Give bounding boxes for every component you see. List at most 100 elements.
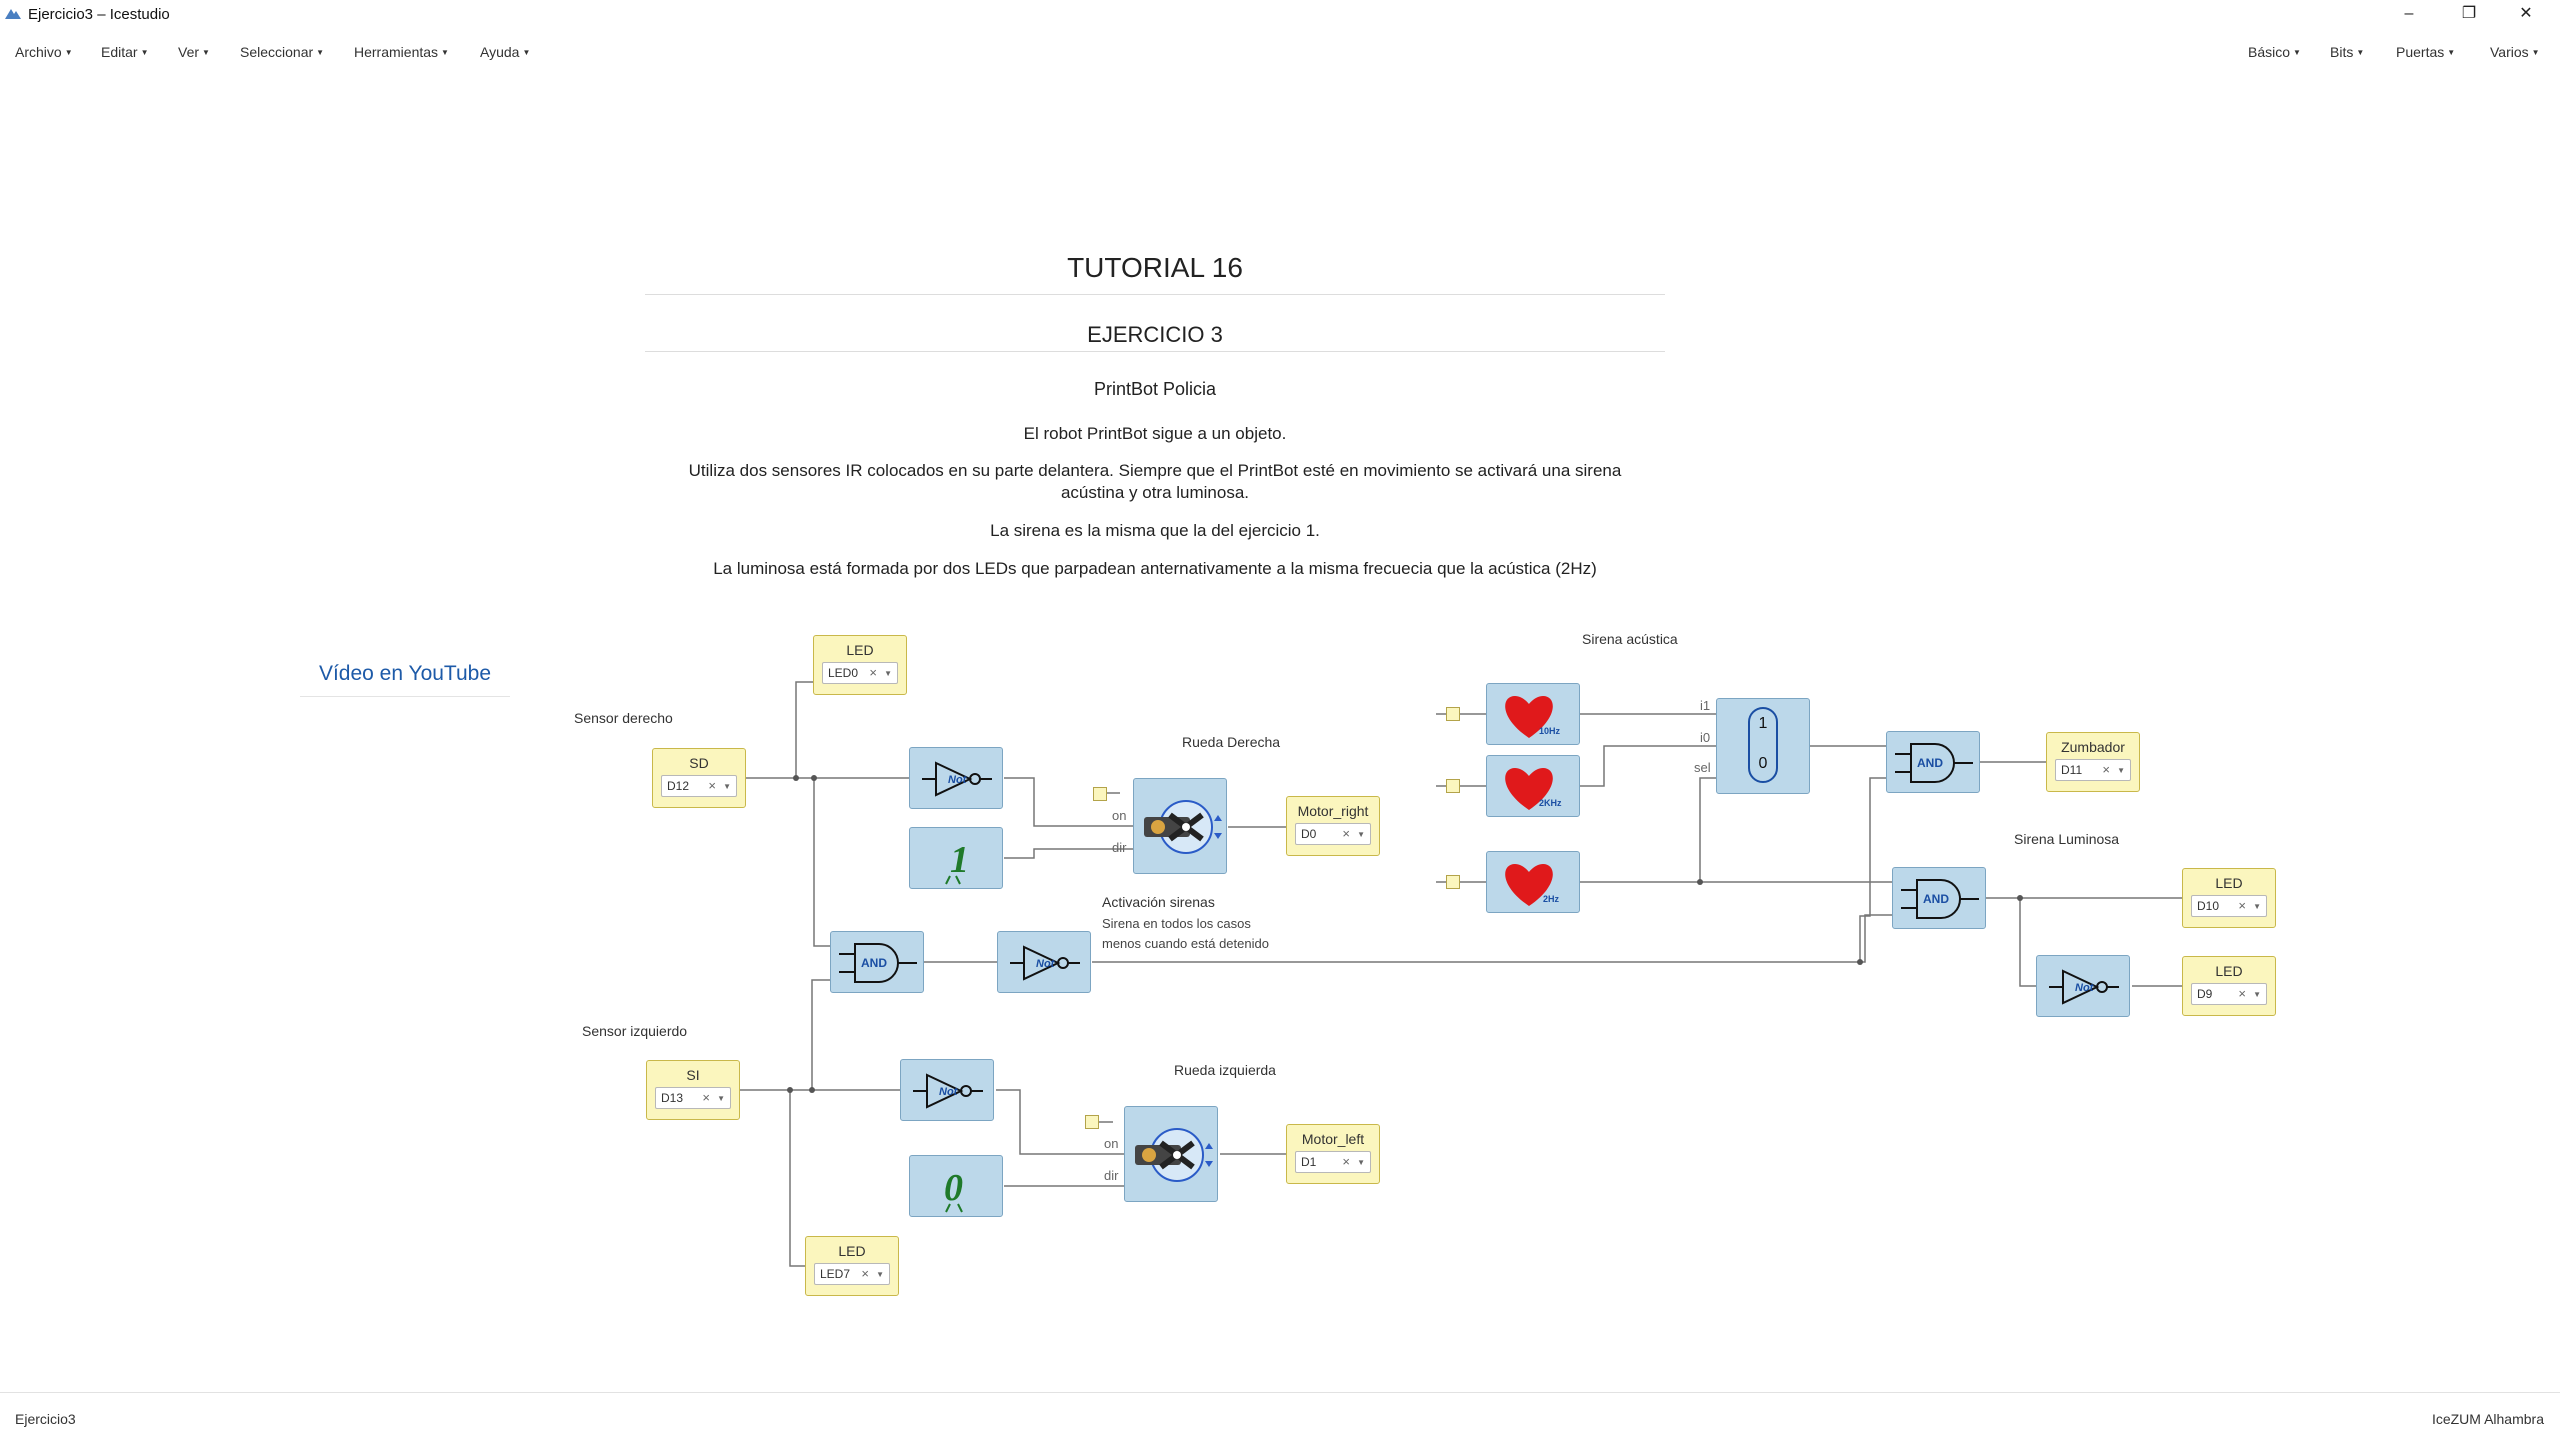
enable-input-left[interactable] [1085, 1115, 1099, 1129]
menu-ver[interactable]: Ver▼ [178, 44, 210, 60]
servo-motor-icon [1144, 800, 1222, 854]
caret-down-icon: ▼ [202, 48, 210, 57]
enable-input-10hz[interactable] [1446, 707, 1460, 721]
pin-select-led-d10[interactable]: D10×▼ [2191, 895, 2267, 917]
not-gate-icon: Not [2049, 969, 2119, 1005]
clear-icon[interactable]: × [702, 1090, 710, 1105]
and-gate-icon: AND [839, 943, 917, 983]
constant-one-block[interactable]: 1 [909, 827, 1003, 889]
menu-varios[interactable]: Varios▼ [2490, 44, 2540, 60]
clear-icon[interactable]: × [708, 778, 716, 793]
minimize-button[interactable]: – [2404, 5, 2414, 22]
clear-icon[interactable]: × [1342, 826, 1350, 841]
label-sensor-derecho: Sensor derecho [574, 710, 673, 726]
clear-icon[interactable]: × [2238, 986, 2246, 1001]
pin-select-motor-left[interactable]: D1×▼ [1295, 1151, 1371, 1173]
multiplexer-block[interactable]: 1 0 [1716, 698, 1810, 794]
servo-motor-left[interactable] [1124, 1106, 1218, 1202]
clear-icon[interactable]: × [2238, 898, 2246, 913]
menu-bits[interactable]: Bits▼ [2330, 44, 2365, 60]
restore-button[interactable]: ❐ [2461, 5, 2477, 22]
caret-down-icon: ▼ [441, 48, 449, 57]
clear-icon[interactable]: × [869, 665, 877, 680]
not-gate-right[interactable]: Not [909, 747, 1003, 809]
caret-down-icon: ▼ [723, 782, 731, 791]
not-gate-luminosa[interactable]: Not [2036, 955, 2130, 1017]
pin-select-led-d9[interactable]: D9×▼ [2191, 983, 2267, 1005]
svg-text:2Hz: 2Hz [1543, 894, 1560, 904]
label-activacion-sirenas: Activación sirenas [1102, 894, 1215, 910]
menu-herramientas[interactable]: Herramientas▼ [354, 44, 449, 60]
pin-select-zumbador[interactable]: D11×▼ [2055, 759, 2131, 781]
status-board-name[interactable]: IceZUM Alhambra [2431, 1411, 2544, 1427]
not-gate-icon: Not [913, 1073, 983, 1109]
caret-down-icon: ▼ [717, 1094, 725, 1103]
svg-text:10Hz: 10Hz [1539, 726, 1561, 736]
pin-label-dir: dir [1112, 840, 1127, 855]
caret-down-icon: ▼ [2253, 902, 2261, 911]
constant-zero-block[interactable]: 0 [909, 1155, 1003, 1217]
caret-down-icon: ▼ [876, 1270, 884, 1279]
menu-bar: Archivo▼ Editar▼ Ver▼ Seleccionar▼ Herra… [0, 38, 2560, 68]
and-gate-luminosa[interactable]: AND [1892, 867, 1986, 929]
heartbeat-10hz-block[interactable]: 10Hz [1486, 683, 1580, 745]
input-sd[interactable]: SD D12×▼ [652, 748, 746, 808]
svg-text:1: 1 [950, 839, 969, 881]
and-gate-activation[interactable]: AND [830, 931, 924, 993]
output-zumbador[interactable]: Zumbador D11×▼ [2046, 732, 2140, 792]
clear-icon[interactable]: × [861, 1266, 869, 1281]
menu-editar[interactable]: Editar▼ [101, 44, 149, 60]
heartbeat-2khz-block[interactable]: 2KHz [1486, 755, 1580, 817]
caret-down-icon: ▼ [522, 48, 531, 57]
output-motor-left[interactable]: Motor_left D1×▼ [1286, 1124, 1380, 1184]
label-activacion-line1: Sirena en todos los casos [1102, 916, 1251, 931]
svg-text:Not: Not [2075, 982, 2095, 994]
menu-puertas[interactable]: Puertas▼ [2396, 44, 2456, 60]
enable-input-2khz[interactable] [1446, 779, 1460, 793]
doc-heading: PrintBot Policia [1093, 379, 1217, 399]
not-gate-icon: Not [1010, 945, 1080, 981]
menu-basico[interactable]: Básico▼ [2248, 44, 2301, 60]
heart-icon: 10Hz [1505, 696, 1561, 738]
youtube-link[interactable]: Vídeo en YouTube [318, 662, 492, 685]
pin-select-si[interactable]: D13×▼ [655, 1087, 731, 1109]
pin-select-sd[interactable]: D12×▼ [661, 775, 737, 797]
svg-text:2KHz: 2KHz [1539, 798, 1562, 808]
output-led0[interactable]: LED LED0×▼ [813, 635, 907, 695]
output-led-d9[interactable]: LED D9×▼ [2182, 956, 2276, 1016]
svg-text:AND: AND [861, 956, 887, 970]
servo-motor-right[interactable] [1133, 778, 1227, 874]
output-led-d10[interactable]: LED D10×▼ [2182, 868, 2276, 928]
doc-paragraph-2: Utiliza dos sensores IR colocados en su … [688, 461, 1622, 502]
icestudio-logo-icon [5, 9, 21, 19]
menu-archivo[interactable]: Archivo▼ [15, 44, 73, 60]
label-sirena-acustica: Sirena acústica [1582, 631, 1678, 647]
constant-zero-icon: 0 [944, 1167, 963, 1213]
heartbeat-2hz-block[interactable]: 2Hz [1486, 851, 1580, 913]
enable-input-right[interactable] [1093, 787, 1107, 801]
menu-seleccionar[interactable]: Seleccionar▼ [240, 44, 325, 60]
pin-label-on: on [1104, 1136, 1119, 1151]
and-gate-zumbador[interactable]: AND [1886, 731, 1980, 793]
caret-down-icon: ▼ [2293, 48, 2301, 57]
clear-icon[interactable]: × [1342, 1154, 1350, 1169]
pin-label-sel: sel [1694, 760, 1711, 775]
menu-ayuda[interactable]: Ayuda▼ [480, 44, 531, 60]
caret-down-icon: ▼ [2447, 48, 2456, 57]
not-gate-activation[interactable]: Not [997, 931, 1091, 993]
output-led7[interactable]: LED LED7×▼ [805, 1236, 899, 1296]
not-gate-left[interactable]: Not [900, 1059, 994, 1121]
input-si[interactable]: SI D13×▼ [646, 1060, 740, 1120]
pin-select-led0[interactable]: LED0×▼ [822, 662, 898, 684]
heart-icon: 2Hz [1505, 864, 1560, 906]
clear-icon[interactable]: × [2102, 762, 2110, 777]
pin-select-led7[interactable]: LED7×▼ [814, 1263, 890, 1285]
caret-down-icon: ▼ [140, 48, 149, 57]
pin-select-motor-right[interactable]: D0×▼ [1295, 823, 1371, 845]
enable-input-2hz[interactable] [1446, 875, 1460, 889]
status-bar: Ejercicio3 IceZUM Alhambra [0, 1392, 2560, 1441]
label-sirena-luminosa: Sirena Luminosa [2014, 831, 2120, 847]
output-motor-right[interactable]: Motor_right D0×▼ [1286, 796, 1380, 856]
close-button[interactable]: ✕ [2519, 5, 2533, 22]
